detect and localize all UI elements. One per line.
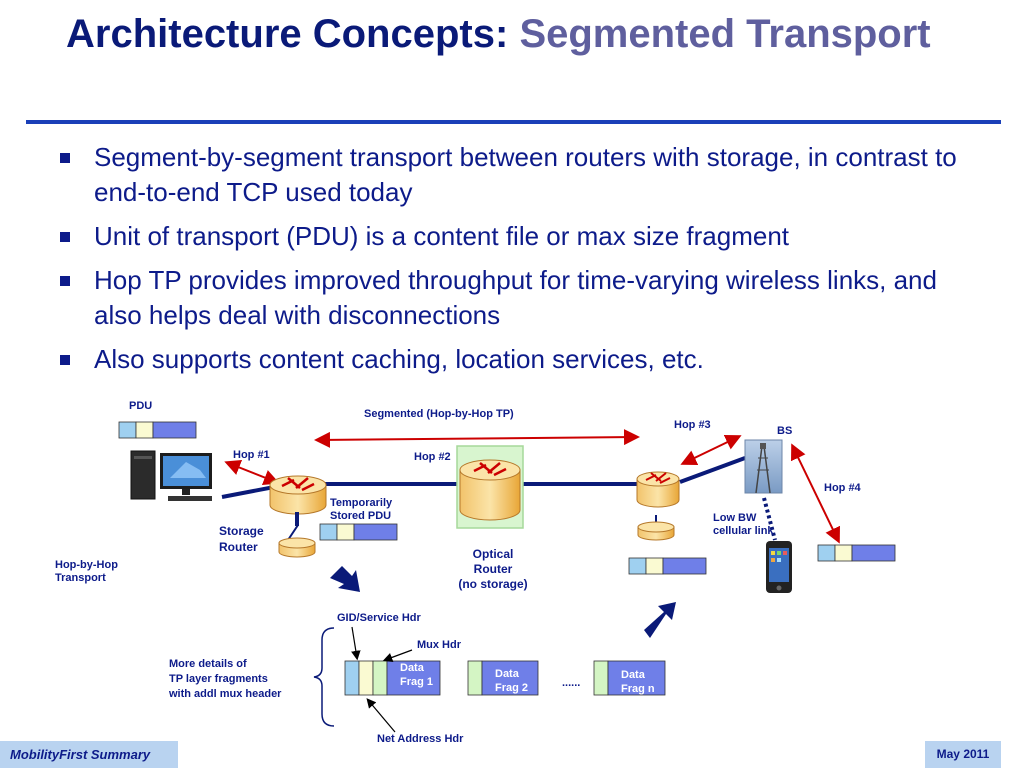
page-title: Architecture Concepts: Segmented Transpo… (66, 12, 966, 56)
bullet-square-icon (60, 276, 70, 286)
fragn-label-1: Data (621, 669, 645, 681)
storage-router-label-1: Storage (219, 524, 264, 538)
bullet-text: Hop TP provides improved throughput for … (94, 265, 937, 330)
detail-arrow-icon (644, 602, 676, 638)
pdu-label: PDU (129, 400, 153, 412)
bullet-text: Segment-by-segment transport between rou… (94, 142, 957, 207)
hop3-label: Hop #3 (674, 419, 711, 431)
fragment-brace (313, 627, 335, 727)
hop-by-hop-label-2: Transport (55, 572, 106, 584)
title-accent: Segmented Transport (519, 12, 931, 56)
more-details-label-2: TP layer fragments (169, 673, 268, 685)
frag2-label-2: Frag 2 (495, 682, 529, 694)
segmented-label: Segmented (Hop-by-Hop TP) (364, 408, 514, 420)
ellipsis-label: ...... (562, 677, 581, 689)
title-divider (26, 120, 1001, 124)
smartphone-icon (766, 541, 792, 593)
bullet-item: Hop TP provides improved throughput for … (56, 263, 986, 333)
hop-by-hop-label-1: Hop-by-Hop (55, 559, 118, 571)
optical-router-icon (456, 445, 524, 529)
pdu-block (628, 557, 707, 575)
hop4-label: Hop #4 (824, 482, 861, 494)
temp-stored-label-1: Temporarily (330, 497, 393, 509)
bullet-text: Also supports content caching, location … (94, 344, 704, 374)
frag2-label-1: Data (495, 668, 519, 680)
bullet-item: Segment-by-segment transport between rou… (56, 140, 986, 210)
frag1-label-1: Data (400, 662, 424, 674)
header-pointer-arrows (351, 626, 413, 733)
low-bw-label-2: cellular link (713, 525, 774, 537)
footer-summary: MobilityFirst Summary (0, 741, 178, 768)
storage-router-label-2: Router (219, 540, 258, 554)
footer-date: May 2011 (925, 741, 1001, 768)
title-main: Architecture Concepts: (66, 12, 509, 56)
low-bw-label-1: Low BW (713, 512, 757, 524)
detail-arrow-icon (330, 566, 360, 592)
pdu-block (118, 421, 197, 439)
bullet-item: Unit of transport (PDU) is a content fil… (56, 219, 986, 254)
optical-router-label-1: Optical (472, 547, 514, 561)
storage-router-icon (269, 475, 327, 558)
storage-router-icon (636, 471, 680, 541)
gid-service-hdr-label: GID/Service Hdr (337, 612, 421, 624)
desktop-computer-icon (130, 450, 212, 501)
hop-arrows (224, 429, 840, 544)
frag1-label-2: Frag 1 (400, 676, 434, 688)
mux-hdr-label: Mux Hdr (417, 639, 461, 651)
net-address-hdr-label: Net Address Hdr (377, 733, 464, 745)
more-details-label-1: More details of (169, 658, 247, 670)
pdu-block (817, 544, 896, 562)
more-details-label-3: with addl mux header (169, 688, 282, 700)
hop2-label: Hop #2 (414, 451, 451, 463)
fragn-label-2: Frag n (621, 683, 655, 695)
pdu-block (319, 523, 398, 541)
bullet-text: Unit of transport (PDU) is a content fil… (94, 221, 790, 251)
cell-tower-icon (744, 439, 783, 494)
bullet-square-icon (60, 153, 70, 163)
bullet-square-icon (60, 232, 70, 242)
fragment-block (593, 660, 666, 696)
bullet-square-icon (60, 355, 70, 365)
optical-router-label-2: Router (473, 562, 513, 576)
fragment-header-block (344, 660, 441, 696)
temp-stored-label-2: Stored PDU (330, 510, 392, 522)
fragment-block (467, 660, 539, 696)
bs-label: BS (777, 425, 793, 437)
bullet-item: Also supports content caching, location … (56, 342, 986, 377)
bullet-list: Segment-by-segment transport between rou… (56, 140, 986, 386)
optical-router-label-3: (no storage) (458, 577, 528, 591)
hop1-label: Hop #1 (233, 449, 270, 461)
